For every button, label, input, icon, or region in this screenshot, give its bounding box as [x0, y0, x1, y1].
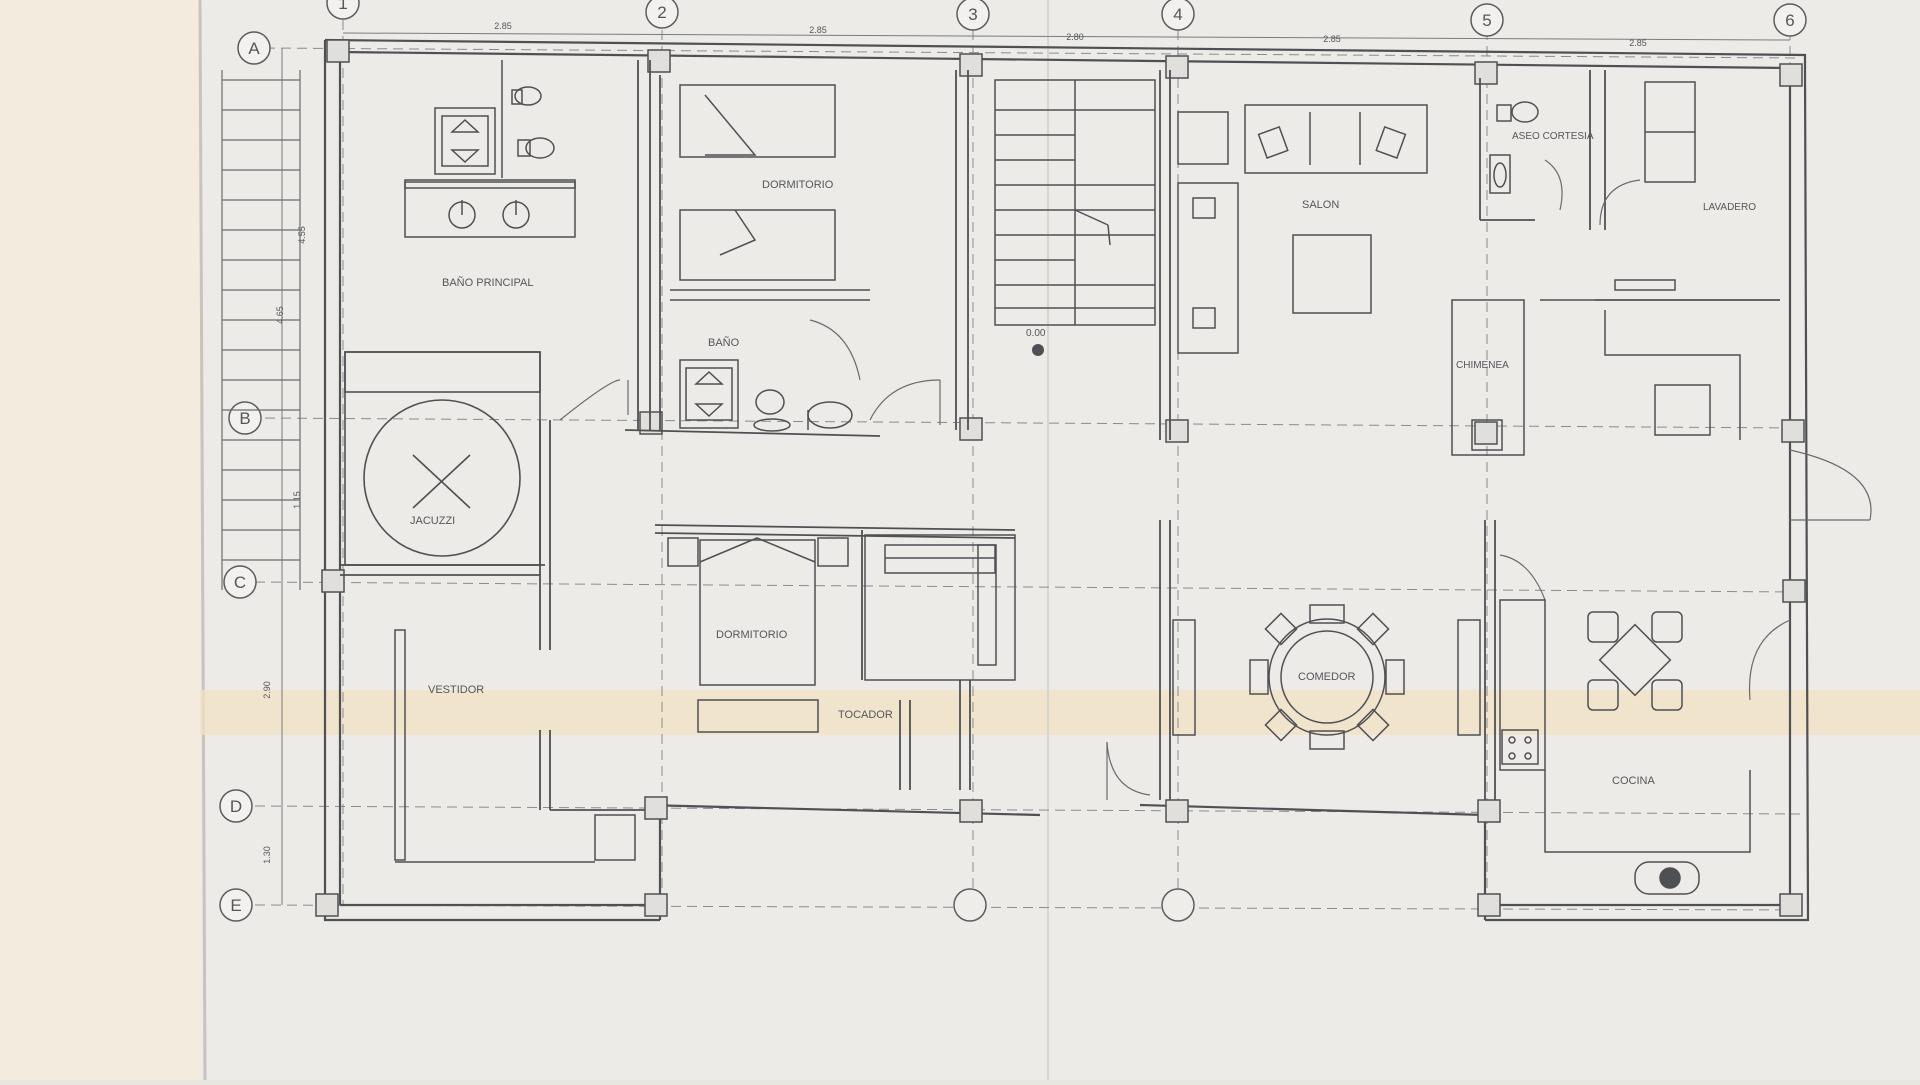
- grid-label-col-2: 2: [657, 3, 666, 22]
- grid-bubble-col-3: [956, 0, 990, 31]
- isolated-column-markers: [953, 888, 1195, 922]
- bidet-master: [525, 137, 555, 159]
- grid-label-col-3: 3: [968, 5, 977, 24]
- living-room-furniture: [1177, 104, 1428, 354]
- room-label-salon: SALON: [1302, 199, 1339, 211]
- grid-label-col-1: 1: [338, 0, 347, 13]
- grid-bubble-row-C: [223, 565, 257, 599]
- grid-label-col-6: 6: [1785, 11, 1794, 30]
- double-vanity: [404, 181, 576, 238]
- grid-bubble-col-5: [1470, 3, 1504, 37]
- paper-fold-band: [200, 690, 1920, 735]
- grid-label-col-5: 5: [1482, 11, 1491, 30]
- grid-bubbles: [219, 0, 1807, 922]
- paper-left-strip: [0, 0, 200, 1080]
- grid-bubble-row-D: [219, 789, 253, 823]
- laundry-counter: [1604, 310, 1741, 440]
- exterior-stair: [221, 70, 301, 590]
- shower-tray-master: [434, 107, 496, 175]
- grid-label-row-E: E: [230, 896, 241, 915]
- grid-label-col-4: 4: [1173, 5, 1182, 24]
- jacuzzi: [344, 351, 541, 566]
- dimension-row-4: 2.90: [262, 681, 272, 699]
- dimension-col-2-3: 2.85: [809, 25, 827, 35]
- master-bath-fixtures: [404, 60, 576, 238]
- room-label-comedor: COMEDOR: [1298, 671, 1356, 683]
- grid-label-row-A: A: [248, 39, 260, 58]
- room-label-dormitorio-bottom: DORMITORIO: [716, 629, 788, 641]
- paper-edge: [198, 0, 207, 1081]
- interior-stair: [994, 79, 1156, 326]
- master-bedroom-furniture: [667, 534, 1016, 733]
- room-label-tocador: TOCADOR: [838, 709, 893, 721]
- bunk-beds: [670, 84, 870, 301]
- kitchen-fixtures: [1499, 599, 1751, 895]
- grid-label-row-C: C: [234, 573, 246, 592]
- level-mark-symbol: [1032, 344, 1044, 356]
- dressing-room-fixtures: [394, 629, 636, 863]
- room-label-vestidor: VESTIDOR: [428, 684, 484, 696]
- room-label-jacuzzi: JACUZZI: [410, 515, 455, 527]
- grid-bubble-col-6: [1773, 3, 1807, 37]
- room-label-bano: BAÑO: [708, 336, 740, 349]
- room-label-bano-principal: BAÑO PRINCIPAL: [442, 276, 534, 289]
- grid-bubble-col-4: [1161, 0, 1195, 31]
- toilet-master: [514, 86, 542, 106]
- dimension-lines: [281, 32, 1791, 905]
- dimension-col-4-5: 2.85: [1323, 34, 1341, 44]
- grid-bubble-col-1: [326, 0, 360, 20]
- room-label-cocina: COCINA: [1612, 775, 1655, 787]
- grid-bubble-col-2: [645, 0, 679, 29]
- grid-label-row-B: B: [239, 409, 250, 428]
- dining-table-set: [1172, 604, 1481, 750]
- dimension-col-5-6: 2.85: [1629, 38, 1647, 48]
- exterior-walls: [323, 38, 1810, 922]
- grid-bubble-row-E: [219, 888, 253, 922]
- fireplace: [1451, 299, 1525, 456]
- room-label-lavadero: LAVADERO: [1703, 202, 1756, 213]
- room-label-dormitorio-top: DORMITORIO: [762, 179, 834, 191]
- dimension-col-3-4: 2.80: [1066, 32, 1084, 42]
- dimension-row-5: 1.30: [262, 846, 272, 864]
- door-swings: [559, 159, 1872, 800]
- dimension-row-1: 4.55: [297, 226, 307, 244]
- dimension-col-1-2: 2.85: [494, 21, 512, 31]
- grid-bubble-row-A: [237, 31, 271, 65]
- dimension-row-2: 4.65: [275, 306, 285, 324]
- grid-label-row-D: D: [230, 797, 242, 816]
- level-mark: 0.00: [1026, 328, 1046, 339]
- courtesy-toilet-fixtures: [1489, 81, 1696, 301]
- room-label-aseo-cortesia: ASEO CORTESIA: [1512, 131, 1594, 142]
- room-label-chimenea: CHIMENEA: [1456, 360, 1509, 371]
- small-bath-fixtures: [679, 359, 853, 432]
